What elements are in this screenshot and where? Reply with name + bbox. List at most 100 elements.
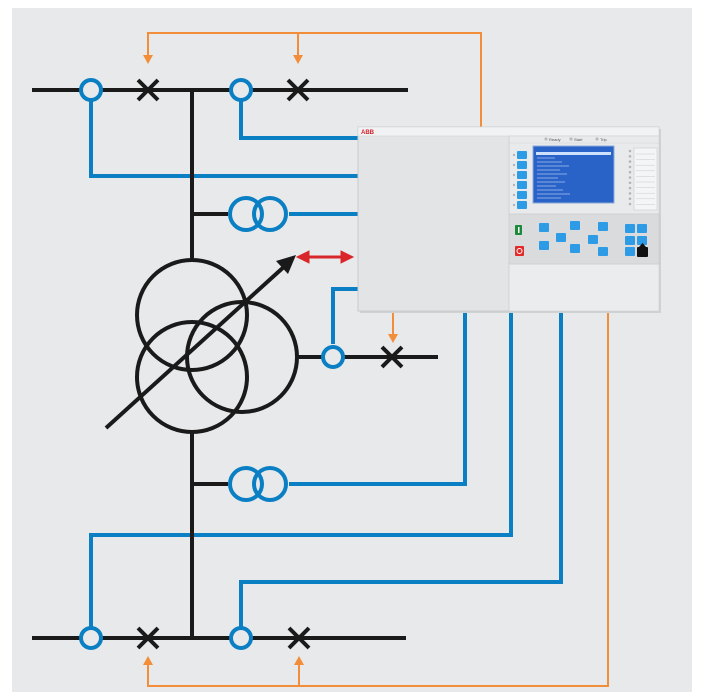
led-trip: [595, 137, 599, 141]
lcd-menu-lines: [537, 157, 570, 199]
diagram-panel: [12, 8, 692, 692]
alarm-led: [628, 176, 632, 179]
function-key[interactable]: [517, 161, 527, 169]
trip-arrowheads: [143, 55, 398, 665]
ct-top-right-wire: [239, 100, 358, 140]
arrowhead: [143, 656, 153, 665]
open-button[interactable]: [515, 246, 524, 256]
function-key[interactable]: [517, 171, 527, 179]
alarm-led: [628, 149, 632, 153]
ct-lv-icon: [321, 345, 345, 369]
alarm-led: [628, 160, 632, 163]
alarm-led: [628, 170, 632, 174]
vt-bottom-wire: [289, 312, 467, 486]
arrowhead: [293, 55, 303, 64]
ied-keypad-panel: [508, 213, 660, 265]
navigation-keypad: [539, 221, 647, 256]
alarm-led: [628, 197, 632, 200]
nav-key[interactable]: [570, 221, 580, 230]
breaker-lv-icon: [380, 345, 404, 369]
lcd-highlight-row: [536, 152, 611, 155]
arrowhead: [388, 334, 398, 343]
ct-bottom-left-icon: [79, 626, 103, 650]
ied-relay-device: ABB Ready Start Trip: [357, 126, 661, 313]
comm-arrowhead-right: [340, 250, 355, 264]
alarm-led: [628, 165, 632, 169]
communication-arrow-icon: [295, 250, 355, 264]
ct-top-left-wire: [89, 100, 358, 178]
function-key[interactable]: [517, 151, 527, 159]
nav-key[interactable]: [598, 247, 608, 256]
nav-key[interactable]: [556, 233, 566, 242]
comm-arrowhead-left: [295, 250, 310, 264]
led-start: [569, 137, 573, 141]
nav-key[interactable]: [588, 235, 598, 244]
alarm-led: [628, 202, 632, 206]
circuit-breakers: [136, 78, 404, 650]
led-start-label: Start: [574, 137, 583, 142]
function-key-led: [512, 193, 516, 197]
vt-bottom-icon: [228, 466, 288, 502]
power-transformer-icon: [104, 258, 299, 434]
function-key-led: [512, 183, 516, 187]
function-key-led: [512, 163, 516, 167]
ct-top-right-icon: [229, 78, 253, 102]
control-key[interactable]: [637, 236, 647, 245]
ct-lv-wire: [331, 287, 358, 344]
ied-brand-logo: ABB: [361, 130, 375, 136]
close-button-mark: [518, 227, 520, 233]
control-key[interactable]: [637, 224, 647, 233]
led-ready: [544, 137, 548, 141]
nav-key[interactable]: [570, 244, 580, 253]
breaker-bottom-right-icon: [287, 626, 311, 650]
winding-hv: [135, 258, 249, 372]
function-key-led: [512, 203, 516, 207]
control-key[interactable]: [625, 236, 635, 245]
ct-bottom-right-icon: [229, 626, 253, 650]
breaker-bottom-left-icon: [136, 626, 160, 650]
lock-icon: [639, 243, 646, 247]
tap-changer-arrowhead: [276, 255, 296, 274]
nav-key[interactable]: [598, 222, 608, 231]
function-key-column: [512, 151, 527, 209]
ied-lower-right-panel: [508, 263, 660, 312]
breaker-top-right-icon: [286, 78, 310, 102]
alarm-led: [628, 186, 632, 190]
alarm-label-strip: [633, 147, 658, 211]
alarm-led: [628, 181, 632, 185]
alarm-label-lines: [636, 153, 655, 205]
lcd-screen: [532, 145, 615, 204]
alarm-led: [628, 155, 632, 158]
key-lock[interactable]: [637, 247, 648, 257]
arrowhead: [294, 656, 304, 665]
ied-top-strip: [357, 126, 660, 137]
function-key-led: [512, 173, 516, 177]
control-key[interactable]: [625, 247, 635, 256]
winding-mv: [135, 320, 249, 434]
open-button-mark: [516, 248, 523, 254]
function-key-led: [512, 153, 516, 157]
tap-changer-arrow-shaft: [104, 263, 288, 430]
measurement-wiring: [89, 100, 563, 628]
status-led-row: Ready Start Trip: [544, 137, 608, 142]
control-key[interactable]: [625, 224, 635, 233]
led-trip-label: Trip: [600, 137, 608, 142]
alarm-led-column: [628, 149, 632, 206]
bottom-breaker-trip-line: [147, 312, 609, 687]
nav-key[interactable]: [539, 241, 549, 250]
function-key[interactable]: [517, 201, 527, 209]
alarm-led: [628, 192, 632, 195]
ct-top-left-icon: [79, 78, 103, 102]
arrowhead: [143, 55, 153, 64]
led-ready-label: Ready: [549, 137, 561, 142]
ct-bottom-right-wire: [239, 312, 563, 628]
vt-top-icon: [228, 196, 288, 232]
breaker-top-left-icon: [136, 78, 160, 102]
ct-bottom-left-wire: [89, 312, 513, 628]
nav-key[interactable]: [539, 223, 549, 232]
function-key[interactable]: [517, 191, 527, 199]
top-breaker-trip-line: [147, 32, 482, 127]
function-key[interactable]: [517, 181, 527, 189]
trip-control-wiring: [147, 32, 609, 687]
